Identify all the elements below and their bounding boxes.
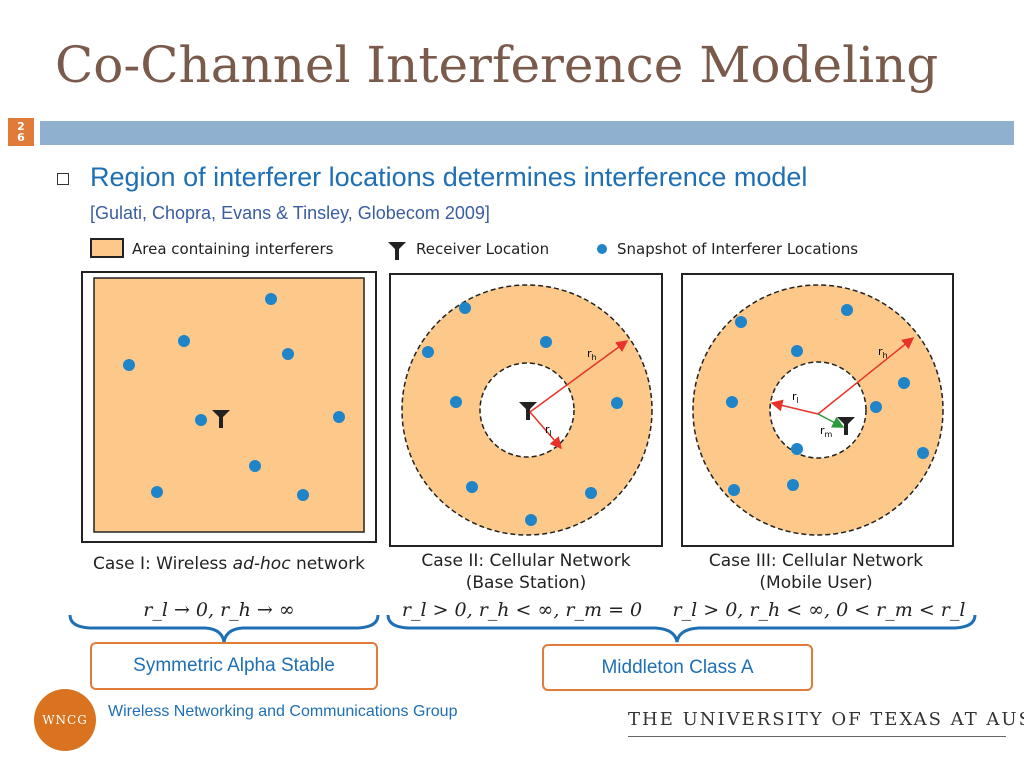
footer-university: THE UNIVERSITY OF TEXAS AT AUSTIN	[628, 709, 1024, 730]
caption-case-2-line1: Case II: Cellular Network	[421, 551, 630, 571]
interferer-dot	[249, 460, 261, 472]
legend-snapshot-label: Snapshot of Interferer Locations	[617, 240, 858, 258]
label-r-l: rl	[545, 423, 552, 438]
interferer-dot	[123, 359, 135, 371]
interferer-dot	[297, 489, 309, 501]
panel-case-1	[81, 271, 377, 543]
condition-case-2: r_l > 0, r_h < ∞, r_m = 0	[402, 599, 642, 621]
interferer-dot	[265, 293, 277, 305]
interferer-dot	[466, 481, 478, 493]
interferer-dot	[791, 443, 803, 455]
interferer-dot	[728, 484, 740, 496]
interferer-dot	[459, 302, 471, 314]
legend-receiver-icon	[388, 242, 406, 260]
interferer-dot	[422, 346, 434, 358]
interferer-dot	[917, 447, 929, 459]
brace-right	[386, 614, 977, 643]
label-r-h: rh	[878, 345, 888, 360]
slide-title: Co-Channel Interference Modeling	[55, 36, 939, 94]
label-r-l: rl	[792, 390, 799, 405]
caption-case-2-line2: (Base Station)	[466, 573, 587, 593]
panel-case-2: rh rl	[389, 273, 663, 547]
bullet-text: Region of interferer locations determine…	[90, 162, 808, 192]
interferer-dot	[787, 479, 799, 491]
title-bar	[40, 121, 1014, 145]
citation: [Gulati, Chopra, Evans & Tinsley, Globec…	[90, 203, 490, 223]
condition-case-3: r_l > 0, r_h < ∞, 0 < r_m < r_l	[673, 599, 966, 621]
model-symmetric-alpha-stable: Symmetric Alpha Stable	[90, 642, 378, 690]
interferer-dot	[178, 335, 190, 347]
interferer-dot	[841, 304, 853, 316]
interferer-dot	[540, 336, 552, 348]
condition-case-1: r_l → 0, r_h → ∞	[143, 599, 294, 621]
interferer-dot	[585, 487, 597, 499]
panel-case-3: rh rl rm	[681, 273, 954, 547]
legend-area-label: Area containing interferers	[132, 240, 334, 258]
caption-case-3-line1: Case III: Cellular Network	[709, 551, 923, 571]
interferer-dot	[870, 401, 882, 413]
legend-snapshot-dot	[597, 244, 607, 254]
interferer-dot	[525, 514, 537, 526]
legend-area-swatch	[90, 238, 124, 258]
bullet-marker	[57, 173, 69, 185]
interferer-dot	[898, 377, 910, 389]
interferer-dot	[282, 348, 294, 360]
legend-receiver-label: Receiver Location	[416, 240, 549, 258]
interferer-dot	[791, 345, 803, 357]
interferer-dot	[611, 397, 623, 409]
interferer-dot	[333, 411, 345, 423]
caption-case-1: Case I: Wireless ad-hoc network	[93, 554, 365, 574]
interferer-dot	[195, 414, 207, 426]
interferer-dot	[151, 486, 163, 498]
interferer-dot	[450, 396, 462, 408]
footer-divider	[628, 736, 1006, 737]
interferer-dot	[726, 396, 738, 408]
label-r-h: rh	[587, 347, 597, 362]
model-middleton-class-a: Middleton Class A	[542, 644, 813, 691]
footer-group-name: Wireless Networking and Communications G…	[108, 703, 458, 720]
wncg-logo: WNCG	[34, 689, 96, 751]
caption-case-3-line2: (Mobile User)	[759, 573, 872, 593]
interferer-dot	[735, 316, 747, 328]
label-r-m: rm	[820, 424, 833, 439]
